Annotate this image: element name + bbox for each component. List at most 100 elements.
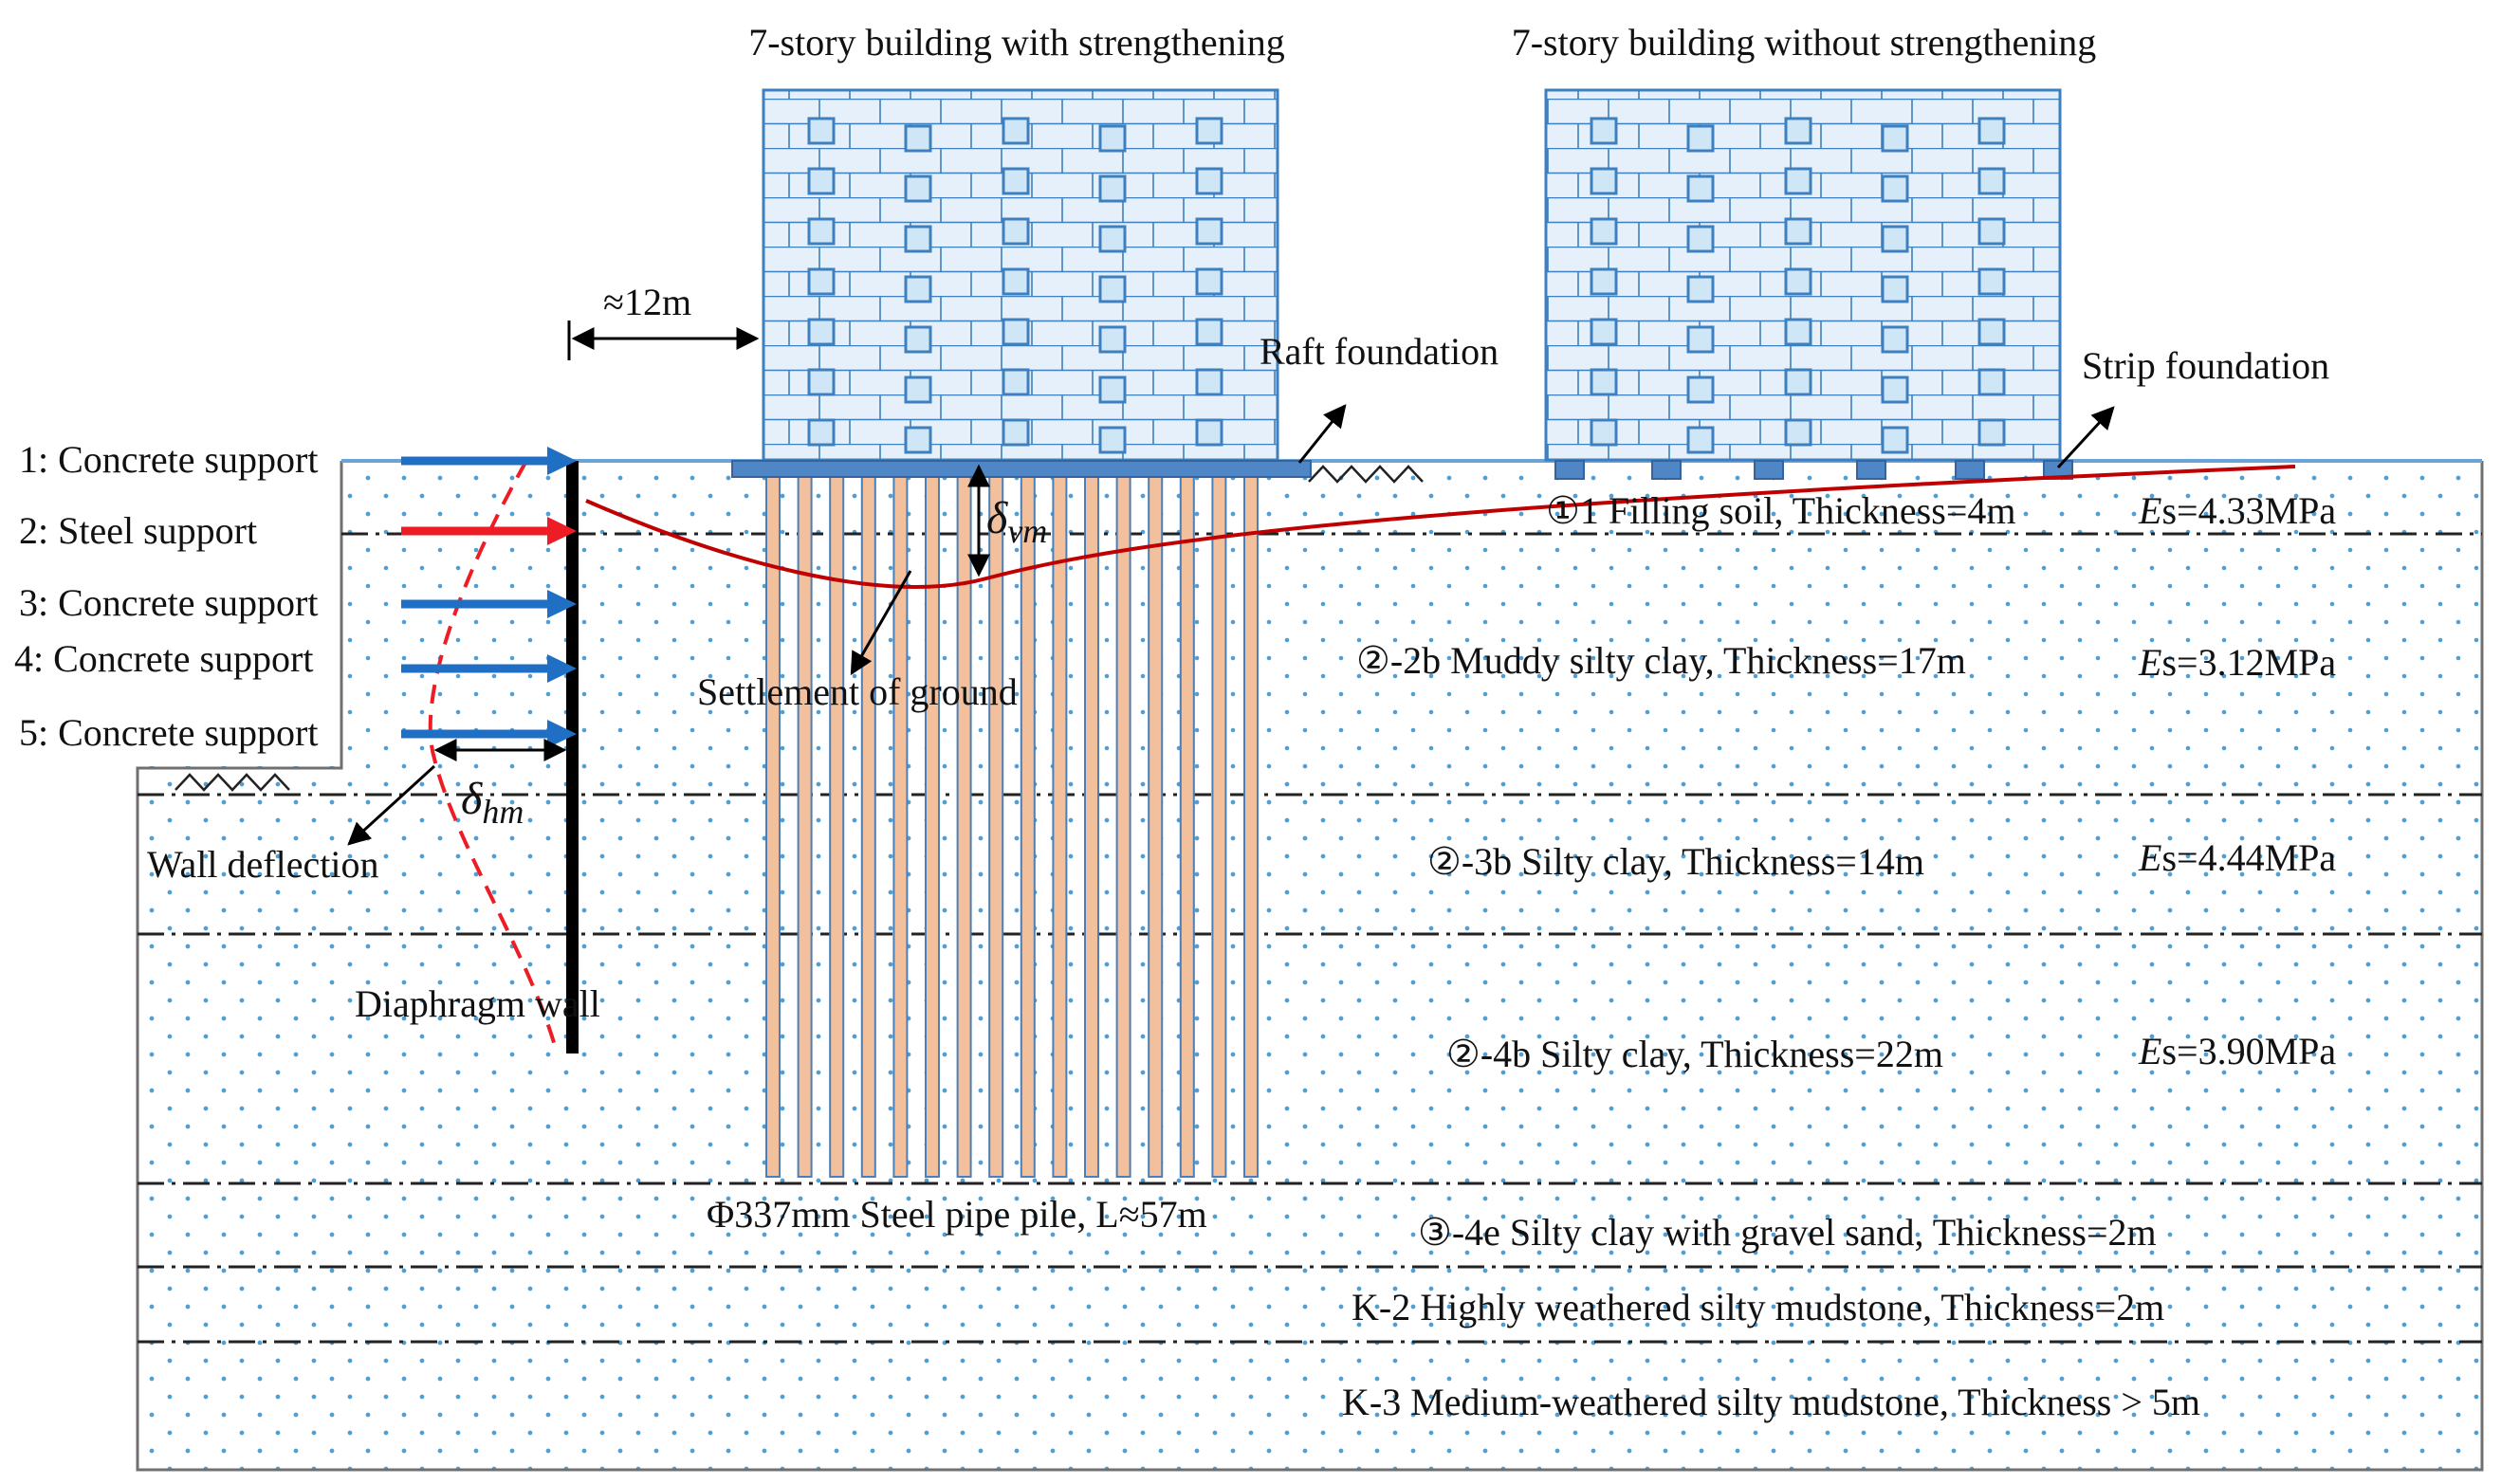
window bbox=[1002, 217, 1030, 246]
layer-label-4: ②-4b Silty clay, Thickness=22m bbox=[1446, 1033, 1943, 1075]
window bbox=[1195, 217, 1223, 246]
window bbox=[1881, 376, 1909, 404]
window bbox=[904, 325, 932, 354]
window bbox=[1590, 217, 1618, 246]
window bbox=[1098, 426, 1127, 454]
support-label-3: 3: Concrete support bbox=[19, 581, 319, 624]
layer-label-1: ①1 Filling soil, Thickness=4m bbox=[1546, 489, 2016, 532]
raft-foundation-label: Raft foundation bbox=[1260, 330, 1499, 373]
window bbox=[1977, 318, 2006, 346]
support-label-4: 4: Concrete support bbox=[14, 637, 314, 680]
window bbox=[1195, 267, 1223, 296]
window bbox=[1784, 267, 1812, 296]
window bbox=[807, 318, 836, 346]
support-arrow-1 bbox=[401, 447, 577, 475]
raft-foundation bbox=[731, 460, 1312, 478]
support-label-5: 5: Concrete support bbox=[19, 711, 319, 754]
window bbox=[1686, 426, 1715, 454]
window bbox=[1195, 167, 1223, 195]
window bbox=[807, 418, 836, 447]
steel-pipe-pile bbox=[765, 476, 781, 1178]
ground-hatch bbox=[175, 465, 1424, 792]
layer-label-2: ②-2b Muddy silty clay, Thickness=17m bbox=[1356, 639, 1966, 682]
window bbox=[1977, 167, 2006, 195]
window bbox=[807, 267, 836, 296]
window bbox=[1590, 318, 1618, 346]
layer-label-3: ②-3b Silty clay, Thickness=14m bbox=[1427, 840, 1924, 883]
window bbox=[1590, 117, 1618, 145]
window bbox=[904, 376, 932, 404]
window bbox=[1195, 368, 1223, 396]
support-arrow-2 bbox=[401, 517, 577, 545]
window bbox=[1195, 418, 1223, 447]
window bbox=[1098, 376, 1127, 404]
window bbox=[1784, 167, 1812, 195]
window bbox=[1686, 275, 1715, 303]
steel-pipe-pile bbox=[1211, 476, 1227, 1178]
window bbox=[1784, 418, 1812, 447]
layer-label-7: K-3 Medium-weathered silty mudstone, Thi… bbox=[1342, 1381, 2200, 1423]
window bbox=[904, 426, 932, 454]
window bbox=[1098, 325, 1127, 354]
window bbox=[1686, 174, 1715, 203]
window bbox=[1098, 124, 1127, 153]
steel-pipe-pile bbox=[1020, 476, 1036, 1178]
wall-deflection-label: Wall deflection bbox=[147, 843, 378, 886]
window bbox=[1881, 124, 1909, 153]
steel-pipe-pile bbox=[1243, 476, 1259, 1178]
window bbox=[1590, 418, 1618, 447]
window bbox=[1098, 174, 1127, 203]
diaphragm-wall bbox=[566, 461, 579, 1053]
window bbox=[1881, 225, 1909, 253]
support-label-2: 2: Steel support bbox=[19, 509, 257, 552]
window bbox=[1002, 117, 1030, 145]
window bbox=[904, 174, 932, 203]
window bbox=[1686, 225, 1715, 253]
steel-pipe-pile bbox=[1052, 476, 1068, 1178]
steel-pipe-pile bbox=[1115, 476, 1131, 1178]
window bbox=[1590, 368, 1618, 396]
es-label-4: Es=3.90MPa bbox=[2138, 1030, 2336, 1072]
soil-region bbox=[136, 459, 2484, 1472]
window bbox=[1784, 318, 1812, 346]
window bbox=[1784, 368, 1812, 396]
window bbox=[1881, 275, 1909, 303]
window bbox=[904, 275, 932, 303]
building-title-with: 7-story building with strengthening bbox=[748, 21, 1285, 64]
window bbox=[1098, 275, 1127, 303]
steel-pipe-pile bbox=[1084, 476, 1099, 1178]
support-label-1: 1: Concrete support bbox=[19, 438, 319, 481]
building-without-strengthening bbox=[1544, 88, 2062, 462]
window bbox=[1977, 368, 2006, 396]
steel-pipe-pile bbox=[988, 476, 1004, 1178]
window bbox=[1686, 376, 1715, 404]
support-arrow-4 bbox=[401, 654, 577, 683]
strip-foundations bbox=[1554, 460, 2073, 480]
settlement-curve bbox=[585, 465, 2296, 589]
window bbox=[1590, 167, 1618, 195]
window bbox=[1195, 117, 1223, 145]
window bbox=[1002, 418, 1030, 447]
distance-label: ≈12m bbox=[603, 281, 691, 323]
window bbox=[1977, 418, 2006, 447]
support-arrow-3 bbox=[401, 590, 577, 618]
window bbox=[1881, 174, 1909, 203]
support-arrows bbox=[401, 447, 577, 748]
window bbox=[1002, 318, 1030, 346]
diaphragm-wall-label: Diaphragm wall bbox=[355, 982, 600, 1025]
es-label-3: Es=4.44MPa bbox=[2138, 836, 2336, 879]
window bbox=[807, 167, 836, 195]
window bbox=[1881, 325, 1909, 354]
layer-label-6: K-2 Highly weathered silty mudstone, Thi… bbox=[1352, 1286, 2164, 1328]
delta-hm-label: δhm bbox=[461, 774, 524, 831]
window bbox=[1977, 217, 2006, 246]
layer-label-5: ③-4e Silty clay with gravel sand, Thickn… bbox=[1418, 1211, 2157, 1254]
window bbox=[904, 225, 932, 253]
delta-vm-label: δvm bbox=[986, 493, 1047, 550]
window bbox=[807, 117, 836, 145]
building-title-without: 7-story building without strengthening bbox=[1512, 21, 2097, 64]
pile-label: Φ337mm Steel pipe pile, L≈57m bbox=[707, 1193, 1207, 1236]
window bbox=[904, 124, 932, 153]
window bbox=[807, 217, 836, 246]
